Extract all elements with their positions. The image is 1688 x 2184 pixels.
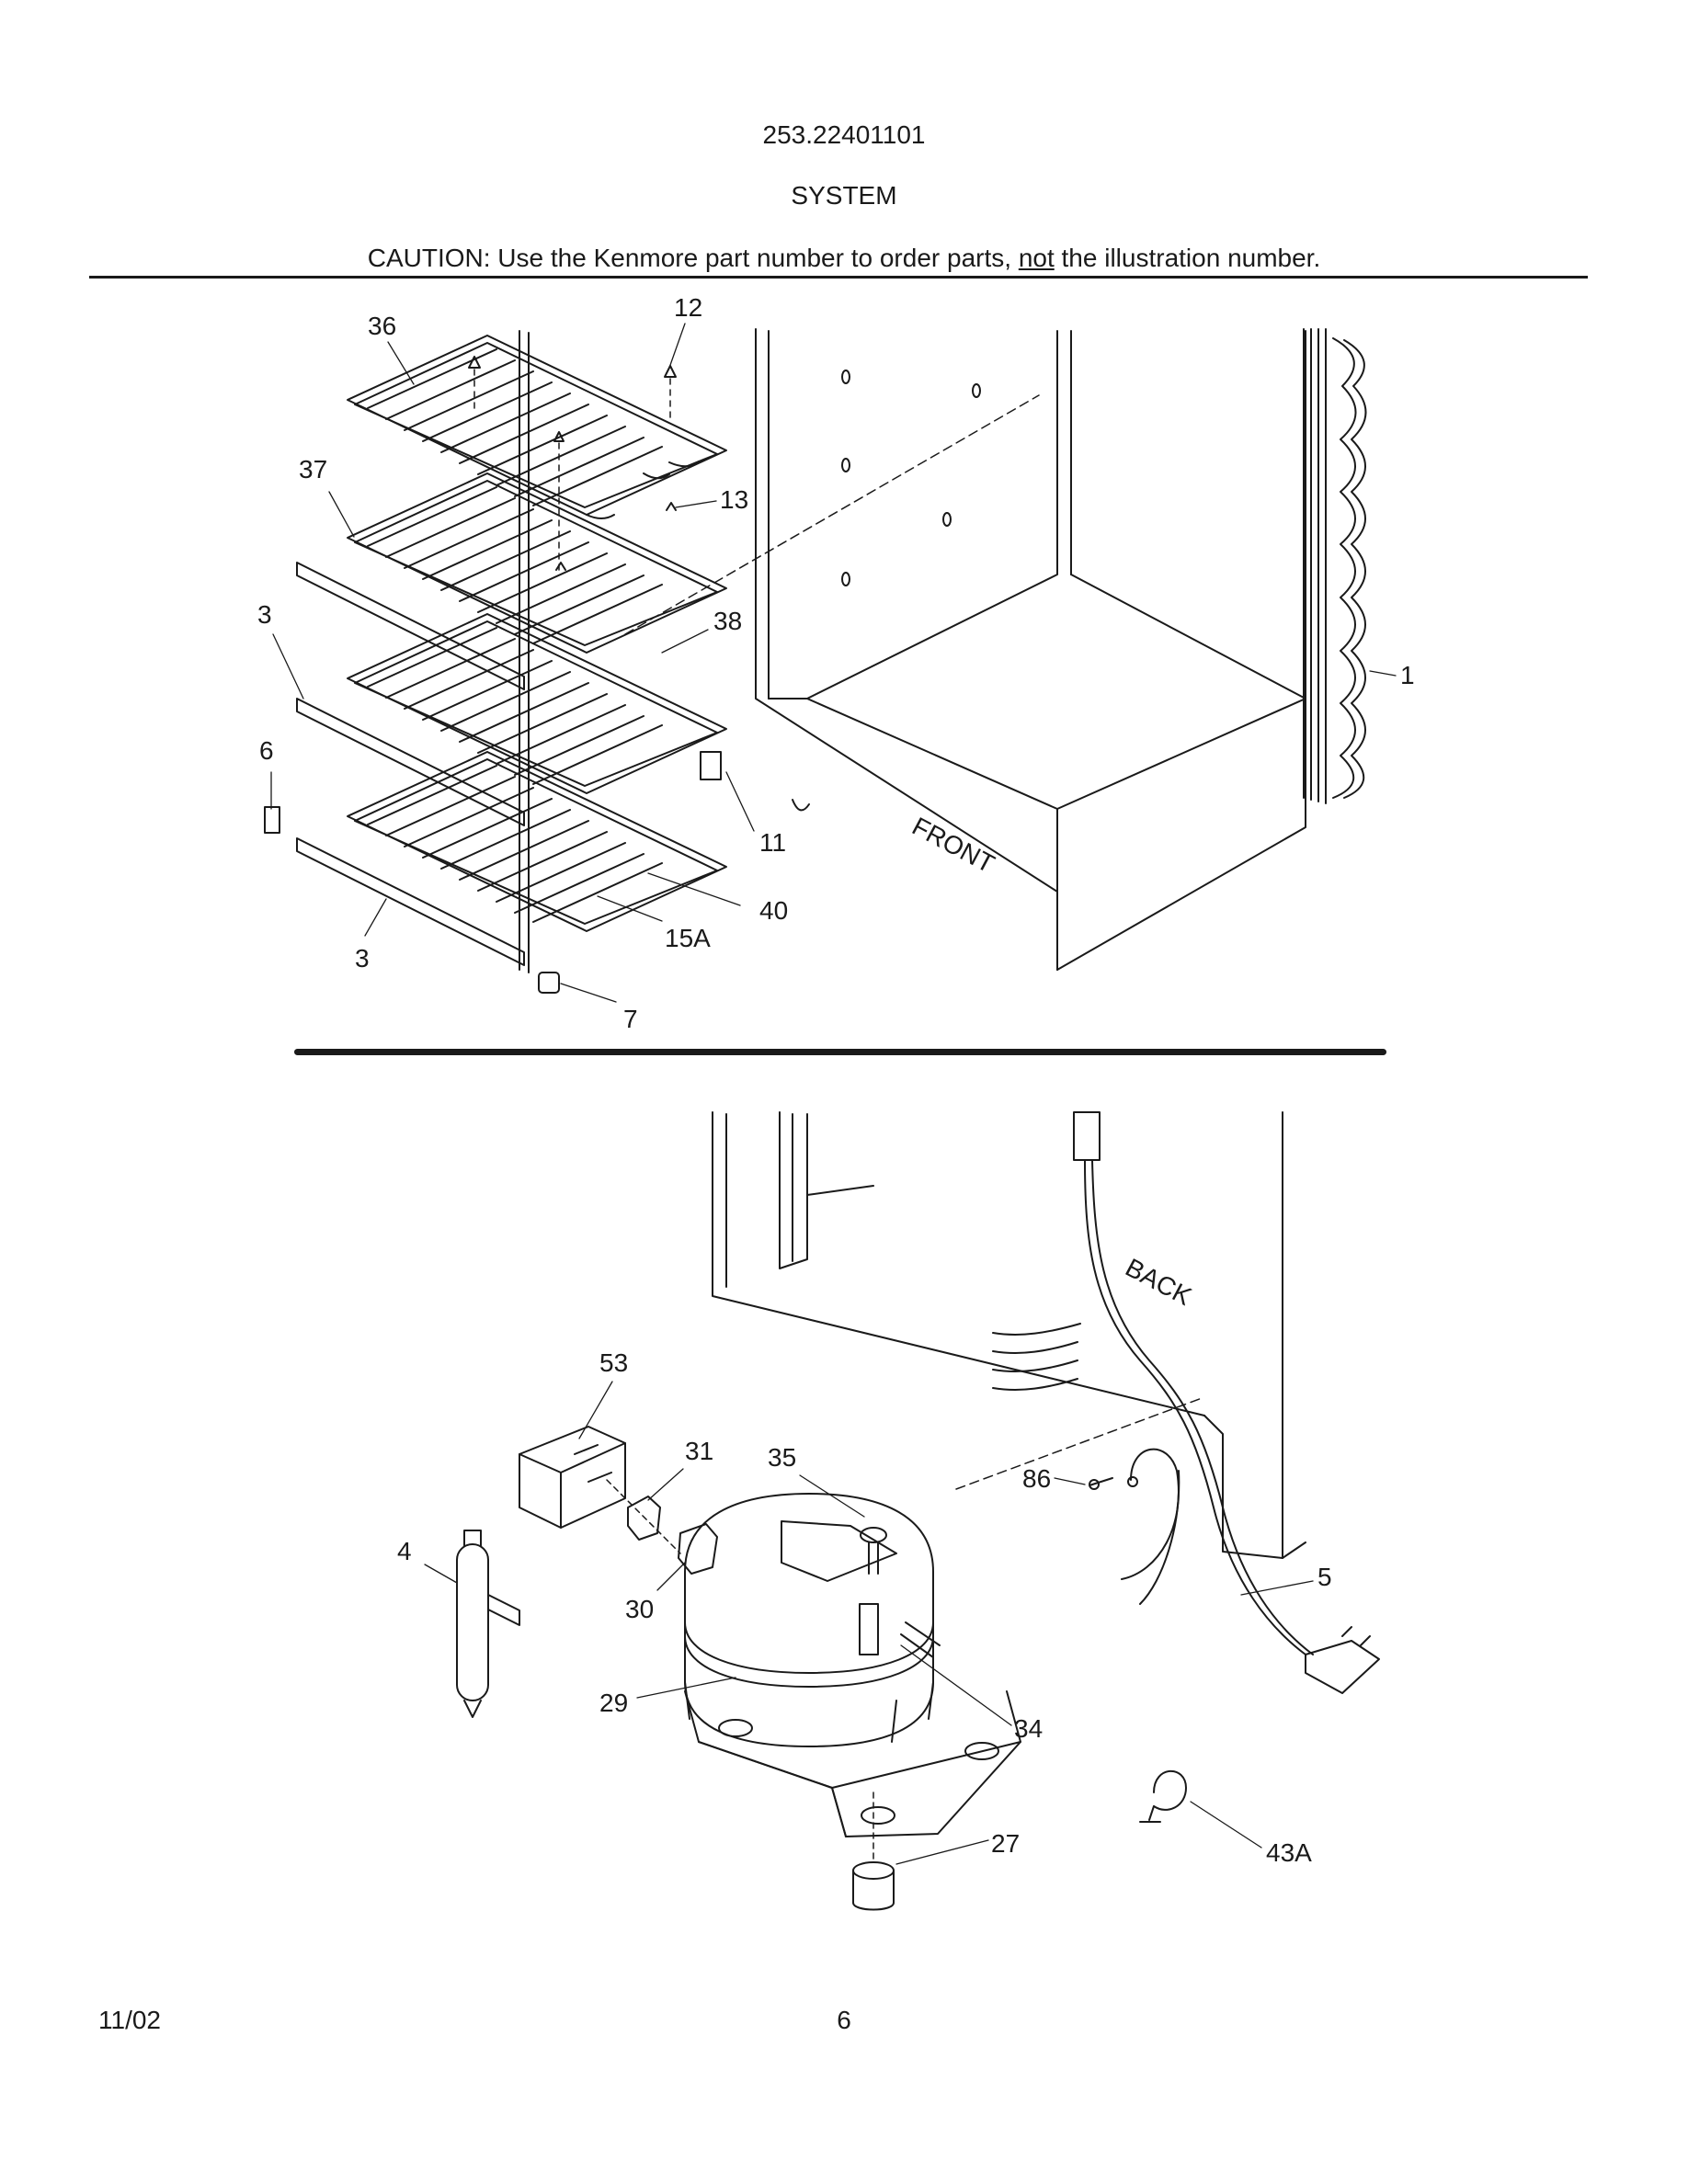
callout-31: 31 [685, 1437, 713, 1465]
caution-underlined-word: not [1018, 244, 1055, 272]
callout-36: 36 [368, 312, 396, 340]
callout-43a: 43A [1266, 1838, 1312, 1867]
relay-alignment-line [606, 1479, 681, 1554]
callout-1: 1 [1400, 661, 1415, 689]
condenser-coil [1303, 328, 1367, 804]
callout-labels-lower: 53 31 35 86 4 30 5 29 34 27 43A BACK [397, 1253, 1332, 1867]
cover-30 [678, 1523, 718, 1575]
overload-31 [627, 1496, 661, 1541]
model-number: 253.22401101 [762, 120, 926, 149]
callout-3-upper: 3 [257, 600, 272, 629]
callout-38: 38 [713, 607, 742, 635]
callout-3-lower: 3 [355, 944, 370, 973]
callout-86: 86 [1022, 1464, 1051, 1493]
compressor-bolt-35 [860, 1527, 887, 1575]
shelf-40 [347, 751, 727, 932]
cabinet-label-back: BACK [1121, 1253, 1196, 1311]
page-number: 6 [837, 2006, 851, 2034]
callout-leaders-lower [424, 1381, 1314, 1865]
screw-86 [1089, 1477, 1113, 1490]
cabinet-upper [755, 328, 1306, 971]
callout-6: 6 [259, 736, 274, 765]
callout-15a: 15A [665, 924, 711, 952]
callout-37: 37 [299, 455, 327, 483]
callout-27: 27 [991, 1829, 1020, 1858]
caution-text-start: CAUTION: Use the Kenmore part number to … [367, 244, 1019, 272]
wire-shelves [347, 330, 727, 973]
shelf-front-rails [296, 562, 525, 966]
callout-leaders-upper [270, 323, 1397, 1003]
section-title: SYSTEM [791, 181, 897, 210]
callout-7: 7 [623, 1005, 638, 1033]
callout-labels-upper: 36 12 37 13 3 38 1 6 11 40 15A 3 7 FRONT [257, 293, 1415, 1033]
drier-4 [456, 1530, 520, 1718]
grommet-27 [852, 1861, 895, 1911]
callout-5: 5 [1317, 1563, 1332, 1591]
header-rule [89, 276, 1588, 279]
callout-34: 34 [1014, 1714, 1043, 1743]
shelf-36 [347, 335, 727, 519]
callout-12: 12 [674, 293, 702, 322]
relay-53 [519, 1426, 626, 1529]
shelf-37 [347, 472, 727, 654]
callout-13: 13 [720, 485, 748, 514]
caution-note: CAUTION: Use the Kenmore part number to … [0, 244, 1688, 273]
callout-11: 11 [759, 828, 786, 857]
cabinet-lower [712, 1111, 1306, 1559]
callout-53: 53 [599, 1348, 628, 1377]
callout-4: 4 [397, 1537, 412, 1565]
callout-40: 40 [759, 896, 788, 925]
callout-30: 30 [625, 1595, 654, 1623]
section-divider [294, 1049, 1386, 1055]
callout-29: 29 [599, 1689, 628, 1717]
callout-35: 35 [768, 1443, 796, 1472]
base-plate [684, 1690, 1021, 1837]
shelf-rear-rod [519, 330, 530, 973]
caution-text-end: the illustration number. [1054, 244, 1321, 272]
cabinet-label-front: FRONT [907, 812, 999, 879]
footer-date: 11/02 [98, 2006, 161, 2034]
clamp-43a [1139, 1769, 1187, 1823]
compressor-29 [684, 1493, 941, 1747]
power-cord [992, 1111, 1380, 1694]
shelf-hardware [264, 356, 1040, 994]
